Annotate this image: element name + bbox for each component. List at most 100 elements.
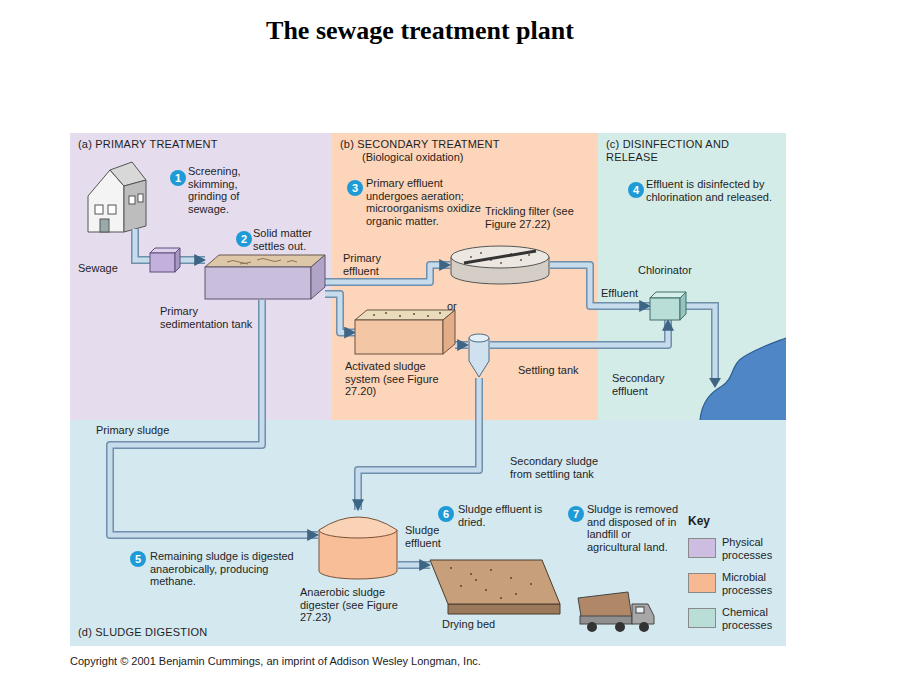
pipe-core bbox=[325, 294, 355, 333]
tank-outline bbox=[205, 255, 325, 300]
callout-number: 4 bbox=[628, 182, 644, 198]
step-note: Screening, skimming, grinding of sewage. bbox=[188, 165, 258, 216]
equipment-label: Chlorinator bbox=[638, 264, 718, 277]
house-pipe-core bbox=[135, 229, 150, 260]
pipe-connector bbox=[325, 294, 355, 333]
truck bbox=[578, 592, 654, 632]
pipe-connector bbox=[490, 320, 668, 345]
flow-label: Primary effluent bbox=[343, 252, 398, 277]
flow-label: Effluent bbox=[601, 287, 649, 300]
chlor-outline bbox=[650, 292, 686, 320]
flow-label: Secondary effluent bbox=[612, 372, 692, 397]
pipe-connector bbox=[455, 341, 468, 349]
callout-number: 2 bbox=[236, 231, 252, 247]
step-note: Effluent is disinfected by chlorination … bbox=[646, 178, 781, 203]
step-note: Solid matter settles out. bbox=[253, 227, 328, 252]
flow-label: Sludge effluent bbox=[405, 524, 457, 549]
panel-heading: (Biological oxidation) bbox=[362, 151, 562, 164]
pipe-connector bbox=[358, 378, 479, 510]
pipe-core bbox=[358, 378, 479, 510]
settle-outline bbox=[468, 333, 490, 378]
panel-heading: (b) SECONDARY TREATMENT bbox=[340, 138, 580, 151]
panel-heading: (d) SLUDGE DIGESTION bbox=[78, 626, 298, 639]
pipe-connector bbox=[110, 300, 318, 535]
callout-number: 3 bbox=[347, 180, 363, 196]
filter-outline bbox=[450, 245, 550, 285]
drying-bed: Drying bed bbox=[430, 560, 560, 615]
callout-number: 1 bbox=[170, 170, 186, 186]
pipe-connector bbox=[180, 256, 205, 264]
outfall-pipe bbox=[686, 306, 715, 378]
callout-number: 6 bbox=[438, 506, 454, 522]
panel-heading: (c) DISINFECTION AND RELEASE bbox=[606, 138, 766, 163]
legend-row: Microbial processes bbox=[688, 571, 788, 603]
pipe-connector bbox=[325, 265, 450, 282]
equipment-label: Primary sedimentation tank bbox=[160, 305, 255, 330]
pipe-group bbox=[455, 345, 468, 346]
process-panel: Anaerobic sludge digester (see Figure 27… bbox=[70, 420, 786, 646]
panel-heading: (a) PRIMARY TREATMENT bbox=[78, 138, 318, 151]
house-pipe bbox=[135, 229, 150, 260]
outfall-pipe-core bbox=[686, 306, 715, 378]
legend-text: Chemical processes bbox=[722, 606, 788, 631]
equipment-label: Drying bed bbox=[442, 618, 532, 631]
screening-box: Sewage bbox=[150, 248, 180, 272]
diagram-title: The sewage treatment plant bbox=[0, 16, 840, 46]
pipe-core bbox=[110, 300, 318, 535]
flow-label: Primary sludge bbox=[96, 424, 186, 437]
pipe-core bbox=[455, 343, 468, 348]
pipe-core bbox=[398, 563, 430, 568]
legend-text: Microbial processes bbox=[722, 571, 788, 596]
process-panel: Chlorinator (c) DISINFECTION AND RELEASE bbox=[598, 133, 786, 420]
step-note: Sludge is removed and disposed of in lan… bbox=[587, 503, 679, 554]
chlorinator: Chlorinator bbox=[650, 292, 686, 320]
equipment-label: Activated sludge system (see Figure 27.2… bbox=[345, 360, 455, 398]
pipe-group bbox=[325, 265, 450, 282]
process-panel: Trickling filter (see Figure 27.22) Activ… bbox=[332, 133, 598, 420]
process-panel: SewagePrimary sedimentation tank(a) PRIM… bbox=[70, 133, 332, 420]
key-heading: Key bbox=[688, 515, 728, 529]
flow-label: or bbox=[447, 300, 467, 313]
equipment-label: Anaerobic sludge digester (see Figure 27… bbox=[300, 586, 425, 624]
legend-swatch bbox=[688, 538, 716, 558]
pipe-group bbox=[358, 378, 479, 510]
sludge-digester: Anaerobic sludge digester (see Figure 27… bbox=[318, 510, 398, 580]
callout-number: 5 bbox=[130, 551, 146, 567]
pipe-connector bbox=[398, 561, 430, 569]
equipment-label: Settling tank bbox=[518, 364, 598, 377]
pipe-group bbox=[550, 265, 650, 306]
pipe-core bbox=[325, 265, 450, 282]
settling-tank: Settling tank bbox=[468, 333, 490, 378]
trickling-filter: Trickling filter (see Figure 27.22) bbox=[450, 245, 550, 285]
pipe-group bbox=[110, 300, 318, 535]
step-note: Remaining sludge is digested anaerobical… bbox=[150, 550, 312, 588]
flow-label: Secondary sludge from settling tank bbox=[510, 455, 622, 480]
pipe-core bbox=[490, 320, 668, 345]
legend-row: Physical processes bbox=[688, 536, 788, 568]
bed-outline bbox=[430, 560, 560, 615]
equipment-label: Trickling filter (see Figure 27.22) bbox=[485, 205, 595, 230]
pipe-core bbox=[180, 258, 205, 263]
sedimentation-tank: Primary sedimentation tank bbox=[205, 255, 325, 300]
callout-number: 7 bbox=[568, 506, 584, 522]
step-note: Primary effluent undergoes aeration; mic… bbox=[366, 177, 482, 228]
act-outline bbox=[355, 310, 455, 355]
secondary-panel-fill bbox=[332, 133, 598, 420]
legend-row: Chemical processes bbox=[688, 606, 788, 638]
legend-text: Physical processes bbox=[722, 536, 788, 561]
primary-panel-fill bbox=[70, 133, 332, 420]
legend-swatch bbox=[688, 573, 716, 593]
outfall-arrow bbox=[709, 378, 721, 388]
legend-swatch bbox=[688, 608, 716, 628]
equipment-label: Sewage bbox=[78, 262, 138, 275]
disinfection-panel-fill bbox=[598, 133, 786, 420]
pipe-group bbox=[325, 294, 355, 333]
copyright-note: Copyright © 2001 Benjamin Cummings, an i… bbox=[70, 655, 830, 668]
screen-outline bbox=[150, 248, 180, 272]
house bbox=[88, 162, 146, 232]
pipe-group bbox=[180, 260, 205, 261]
activated-sludge-tank: Activated sludge system (see Figure 27.2… bbox=[355, 310, 455, 355]
step-note: Sludge effluent is dried. bbox=[458, 503, 550, 528]
